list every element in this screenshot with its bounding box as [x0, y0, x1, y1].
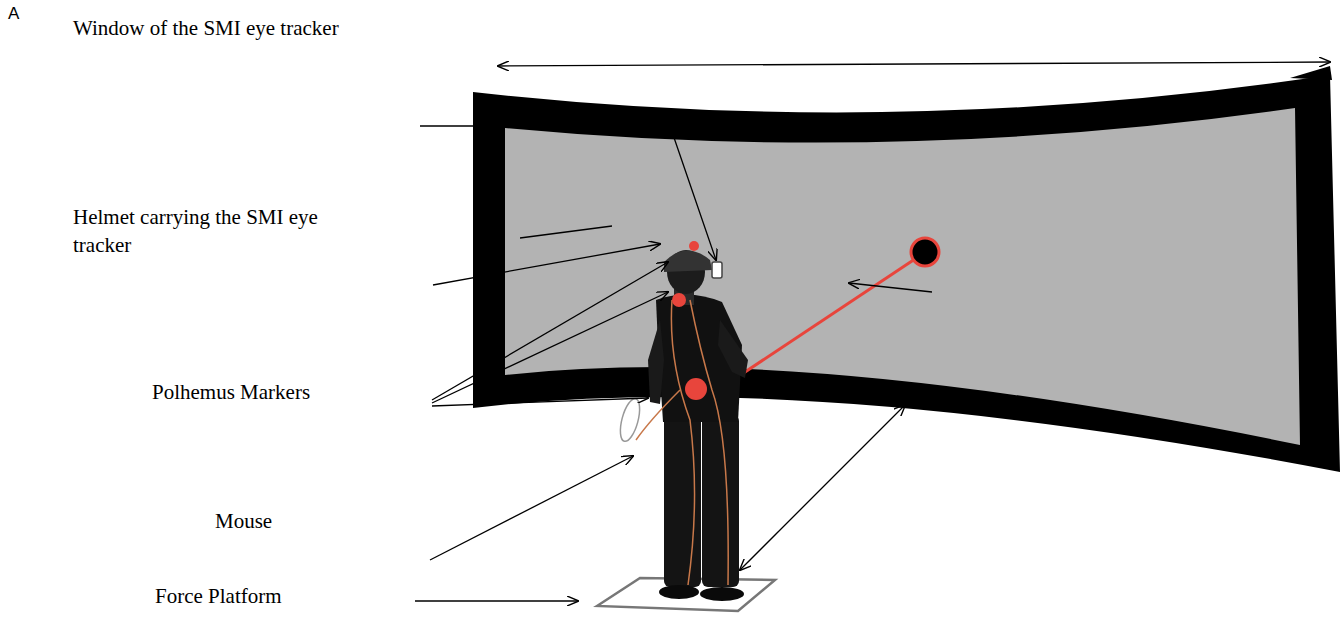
- leader-line: [432, 398, 648, 406]
- polhemus-marker: [685, 378, 707, 400]
- part-label: Mouse: [215, 507, 375, 535]
- mouse-device: [617, 397, 644, 444]
- part-label: Polhemus Markers: [152, 378, 412, 406]
- screen-frame: [1290, 66, 1332, 80]
- leader-line: [430, 456, 633, 560]
- screen-frame: [473, 75, 1340, 472]
- polhemus-marker: [672, 293, 686, 307]
- leader-line: [520, 226, 612, 238]
- target-disc: [911, 238, 939, 266]
- leader-line: [433, 244, 660, 285]
- part-label: Helmet carrying the SMI eye tracker: [73, 203, 363, 259]
- part-label: Force Platform: [155, 582, 375, 610]
- panel-letter: A: [8, 4, 48, 24]
- leader-line: [415, 600, 578, 601]
- dimension-arrow: [498, 62, 1330, 66]
- projection-screen: [505, 108, 1300, 445]
- leader-line: [432, 262, 668, 400]
- leader-lines: [415, 126, 716, 601]
- leader-line: [432, 292, 668, 403]
- pointing-ray: [742, 253, 924, 374]
- leader-line: [420, 126, 716, 260]
- participant: [617, 241, 748, 601]
- part-label: Window of the SMI eye tracker: [73, 14, 343, 42]
- leader-line: [849, 283, 932, 292]
- polhemus-marker: [689, 241, 699, 251]
- eye-tracker-window: [712, 262, 722, 278]
- dimension-arrow: [740, 405, 905, 570]
